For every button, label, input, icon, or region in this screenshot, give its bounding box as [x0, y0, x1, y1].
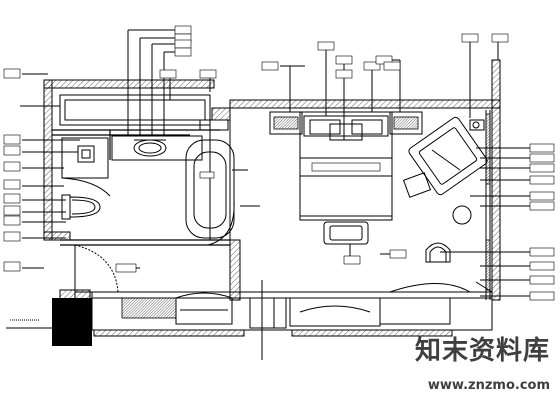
shower-area	[61, 137, 111, 197]
bed-icon	[269, 111, 423, 221]
vanity-shelf	[199, 119, 229, 131]
bench	[323, 221, 369, 245]
interior-partitions	[52, 94, 231, 246]
side-table	[452, 205, 472, 225]
annotation-leaders	[20, 29, 530, 360]
armchair-icon	[402, 116, 488, 198]
exterior-walls	[43, 59, 501, 346]
door-line	[475, 281, 493, 293]
basin-icon	[111, 135, 203, 161]
toilet-icon	[61, 194, 101, 220]
wardrobe-row	[91, 283, 493, 337]
wall-lamp	[469, 119, 485, 131]
lamp-circle	[472, 121, 480, 129]
window-wall-right	[485, 110, 491, 300]
annotation-tags	[3, 25, 555, 301]
